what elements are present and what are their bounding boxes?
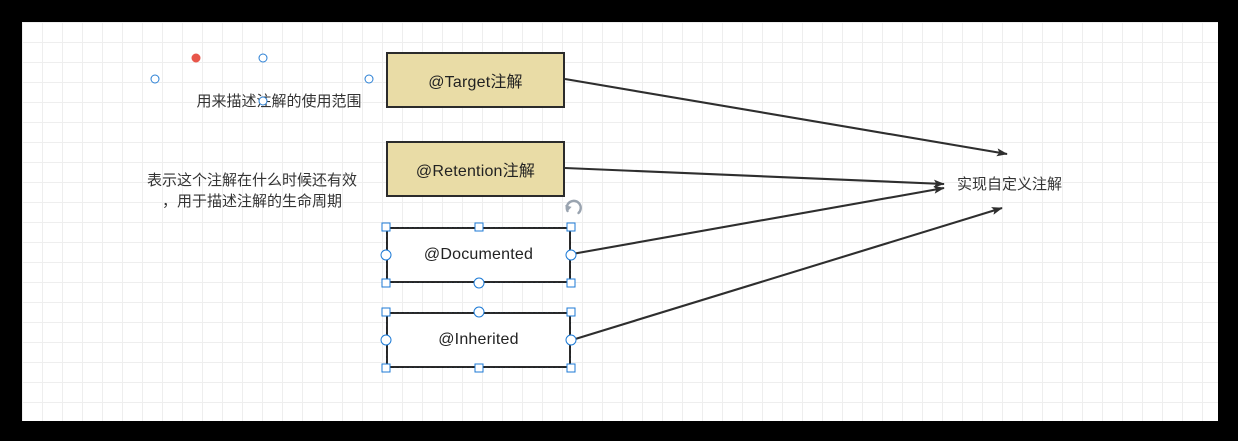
label-retention-lifecycle[interactable]: 表示这个注解在什么时候还有效 ，用于描述注解的生命周期	[146, 172, 357, 210]
node-target-label: @Target注解	[428, 74, 523, 91]
connector-layer	[564, 77, 1008, 342]
edge-inherited-to-goal[interactable]	[571, 206, 1003, 342]
resize-handle-inherited-sw[interactable]	[381, 363, 391, 373]
resize-handle-documented-ne[interactable]	[566, 222, 576, 232]
connection-point-top[interactable]	[258, 53, 268, 63]
diagram-canvas[interactable]: 用来描述注解的使用范围 表示这个注解在什么时候还有效 ，用于描述注解的生命周期 …	[22, 22, 1218, 421]
node-documented[interactable]: @Documented	[386, 227, 571, 283]
resize-handle-documented-n[interactable]	[474, 222, 483, 232]
resize-handle-documented-sw[interactable]	[381, 278, 391, 288]
resize-handle-inherited-ne[interactable]	[566, 307, 576, 317]
edge-target-to-goal[interactable]	[564, 77, 1008, 157]
edge-documented-to-goal[interactable]	[571, 185, 945, 256]
edge-retention-to-goal[interactable]	[564, 166, 945, 188]
node-inherited[interactable]: @Inherited	[386, 312, 571, 368]
connection-handle-inherited-w[interactable]	[380, 334, 392, 346]
rotate-handle[interactable]	[563, 198, 585, 225]
node-documented-label: @Documented	[423, 246, 534, 263]
connection-handle-inherited-n[interactable]	[473, 306, 484, 318]
resize-handle-documented-nw[interactable]	[381, 222, 391, 232]
connection-handle-documented-s[interactable]	[473, 277, 484, 289]
node-retention-label: @Retention注解	[415, 163, 536, 180]
connection-point-red[interactable]	[191, 53, 201, 63]
resize-handle-documented-se[interactable]	[566, 278, 576, 288]
resize-handle-inherited-nw[interactable]	[381, 307, 391, 317]
connection-point-left[interactable]	[150, 74, 160, 84]
label-target-scope[interactable]: 用来描述注解的使用范围	[196, 93, 362, 110]
connection-point-bottom[interactable]	[258, 96, 268, 106]
connection-handle-documented-e[interactable]	[565, 249, 577, 261]
connection-point-right[interactable]	[364, 74, 374, 84]
connection-handle-inherited-e[interactable]	[565, 334, 577, 346]
label-goal[interactable]: 实现自定义注解	[957, 176, 1063, 193]
node-inherited-label: @Inherited	[438, 331, 519, 348]
node-target[interactable]: @Target注解	[386, 52, 565, 108]
node-retention[interactable]: @Retention注解	[386, 141, 565, 197]
connection-handle-documented-w[interactable]	[380, 249, 392, 261]
resize-handle-inherited-s[interactable]	[474, 363, 483, 373]
resize-handle-inherited-se[interactable]	[566, 363, 576, 373]
